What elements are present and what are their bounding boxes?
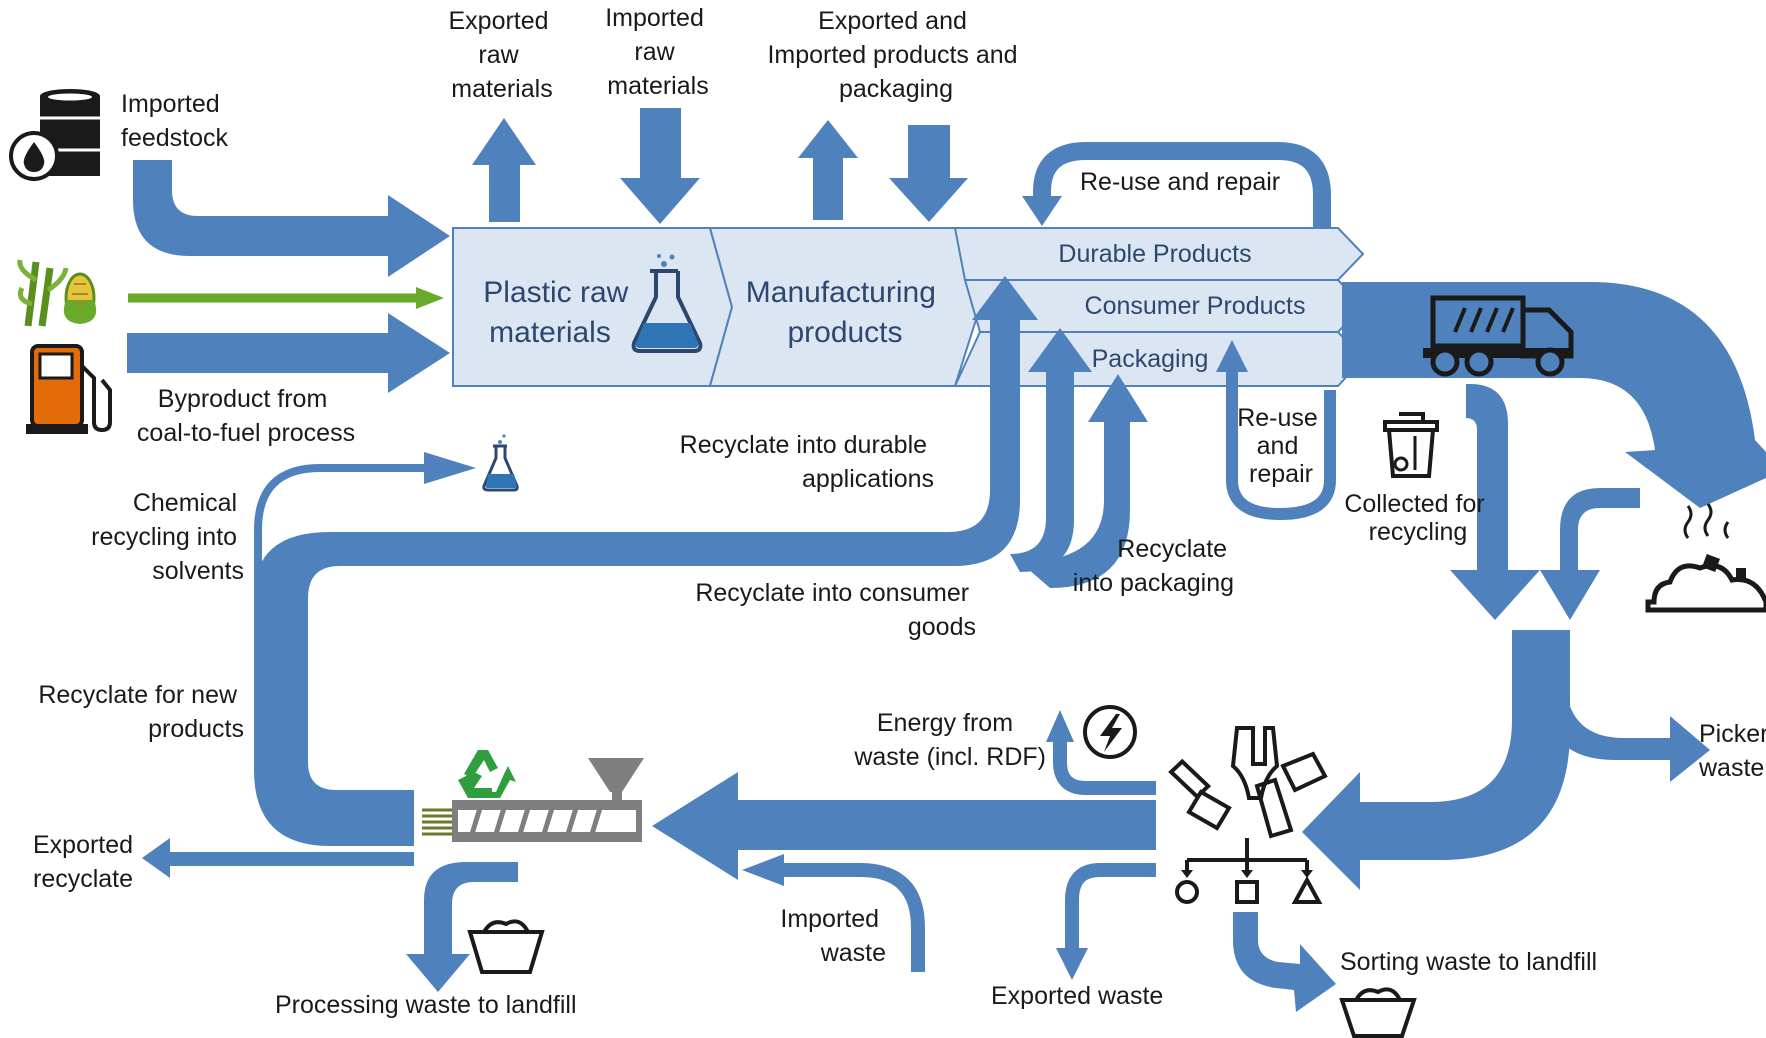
fuel-pump-icon — [26, 344, 112, 434]
sugarcane-corn-icon — [17, 259, 97, 327]
product-consumer-label: Consumer Products — [1085, 292, 1306, 320]
recyclate-packaging-flow — [1020, 374, 1148, 588]
reuse-repair-top-loop — [1033, 142, 1331, 228]
energy-from-waste-flow — [1053, 738, 1156, 795]
landfill-flow — [1342, 282, 1766, 508]
recyclate-consumer-flow — [1010, 328, 1092, 572]
basket-icon — [467, 919, 545, 974]
label-exported-waste: Exported waste — [991, 982, 1163, 1010]
landfill-icon — [1645, 503, 1766, 613]
label-recyclate-durable: Recyclate into durable applications — [680, 431, 934, 493]
label-recyclate-consumer: Recyclate into consumer goods — [695, 579, 976, 641]
imported-feedstock-flow — [133, 160, 450, 277]
bio-feedstock-flow — [128, 287, 444, 309]
label-reuse-repair-side: Re-use and repair — [1237, 404, 1325, 488]
lightning-icon — [1083, 705, 1137, 759]
label-byproduct: Byproduct from coal-to-fuel process — [137, 385, 355, 447]
garbage-truck-icon — [1423, 295, 1574, 377]
sorting-icon — [1168, 726, 1328, 904]
imported-waste-arrowhead — [742, 854, 784, 886]
sorting-inflow — [1302, 630, 1570, 890]
sorting-to-extruder-flow — [652, 772, 1156, 880]
reuse-repair-side-arrowhead — [1216, 340, 1248, 372]
imported-products-flow — [889, 125, 968, 222]
label-sorting-waste: Sorting waste to landfill — [1340, 948, 1597, 976]
label-exported-imported-products: Exported and Imported products and packa… — [767, 7, 1024, 103]
picker-waste-flow — [1550, 700, 1710, 782]
reuse-repair-top-arrowhead — [1022, 196, 1062, 226]
label-chemical-recycling: Chemical recycling into solvents — [91, 489, 244, 585]
label-processing-waste: Processing waste to landfill — [275, 991, 577, 1019]
product-durable-label: Durable Products — [1058, 240, 1251, 268]
label-reuse-repair-top: Re-use and repair — [1080, 168, 1280, 196]
small-flask-icon — [482, 434, 519, 492]
imported-raw-flow — [620, 108, 700, 224]
flask-icon — [631, 254, 703, 353]
processing-waste-flow — [406, 862, 518, 992]
exported-waste-flow — [1065, 863, 1156, 952]
product-packaging-label: Packaging — [1092, 345, 1209, 373]
exported-raw-flow — [472, 118, 536, 222]
basket-icon — [1339, 987, 1417, 1038]
label-energy-from-waste: Energy from waste (incl. RDF) — [853, 709, 1046, 771]
label-imported-waste: Imported waste — [780, 905, 886, 967]
exported-waste-arrowhead — [1056, 948, 1088, 980]
recycle-symbol-icon — [458, 750, 516, 798]
stage-manufacturing-label: Manufacturing products — [746, 276, 944, 349]
recycling-bin-icon — [1383, 412, 1439, 478]
landfill-return-flow — [1540, 488, 1640, 620]
byproduct-flow — [127, 313, 450, 393]
stage-raw-materials-label: Plastic raw materials — [483, 276, 636, 349]
chemical-recycling-flow — [254, 464, 430, 600]
label-imported-raw: Imported raw materials — [605, 4, 711, 100]
recyclate-return-loop — [254, 276, 1038, 846]
label-recyclate-packaging: Recyclate into packaging — [1073, 535, 1234, 597]
collected-recycling-flow — [1450, 384, 1540, 620]
oil-drop-icon — [9, 131, 59, 181]
label-exported-recyclate: Exported recyclate — [33, 831, 140, 893]
label-recyclate-new: Recyclate for new products — [38, 681, 244, 743]
label-picker-waste: Picker waste — [1698, 720, 1766, 782]
exported-recyclate-flow — [142, 838, 414, 878]
extruder-icon — [422, 758, 644, 842]
chemical-recycling-arrowhead — [424, 452, 476, 484]
label-imported-feedstock: Imported feedstock — [121, 90, 229, 152]
label-collected-recycling: Collected for recycling — [1344, 490, 1491, 546]
label-exported-raw: Exported raw materials — [448, 7, 555, 103]
reuse-repair-side-loop — [1226, 370, 1336, 521]
energy-arrowhead — [1046, 710, 1074, 742]
product-durable-band — [953, 227, 1365, 281]
sorting-landfill-flow — [1233, 912, 1336, 1012]
exported-products-flow — [798, 120, 858, 220]
imported-waste-flow — [780, 863, 925, 972]
